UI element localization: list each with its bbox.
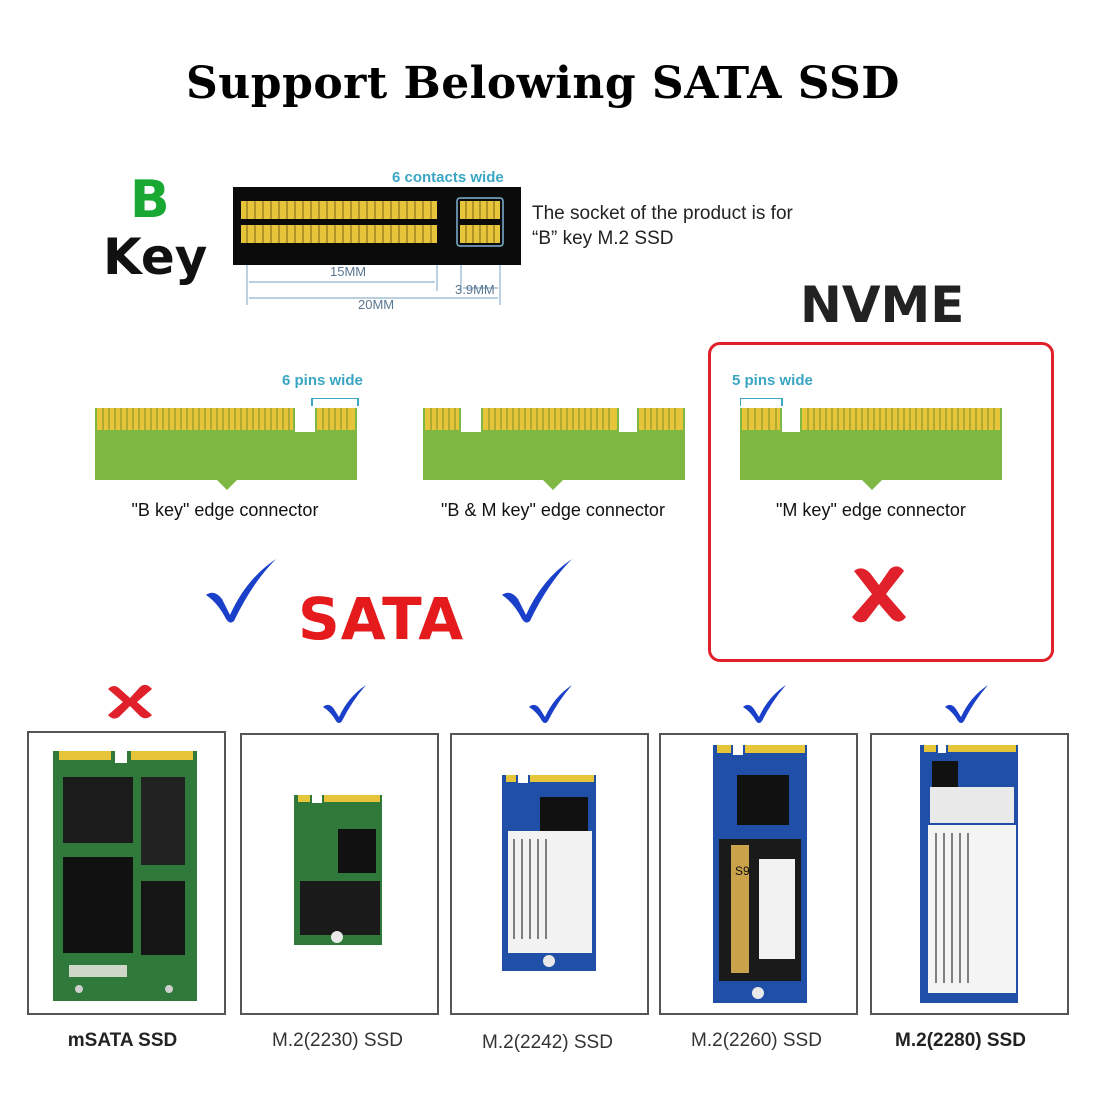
key-letter: B: [130, 170, 170, 230]
check-icon-bm-key: [502, 559, 572, 623]
cross-icon-msata: [108, 684, 152, 719]
msata-ssd-image: [53, 751, 197, 1001]
ssd-frame-2260: S9: [659, 733, 858, 1015]
b-key-connector: [95, 398, 359, 490]
ssd-frame-2280: [870, 733, 1069, 1015]
ssd-frame-2242: [450, 733, 649, 1015]
sata-heading: SATA: [298, 585, 465, 653]
socket-diagram: [233, 187, 521, 305]
nvme-heading: NVME: [800, 276, 965, 334]
socket-contacts-main: [241, 201, 437, 243]
caption-2280: M.2(2280) SSD: [895, 1030, 1026, 1051]
nvme-highlight-box: [708, 342, 1054, 662]
key-word: Key: [103, 228, 208, 286]
ssd-frame-2230: [240, 733, 439, 1015]
caption-2230: M.2(2230) SSD: [272, 1030, 403, 1051]
check-icon-2242: [529, 685, 572, 723]
caption-2260: M.2(2260) SSD: [691, 1030, 822, 1051]
ssd-frame-msata: [27, 731, 226, 1015]
dim-20mm: 20MM: [358, 297, 395, 312]
dimension-lines: [246, 265, 501, 305]
m-key-connector: [740, 398, 1002, 490]
ssd-s9-label: S9: [735, 864, 750, 878]
socket-note-line2: “B” key M.2 SSD: [532, 228, 674, 249]
bm-key-connector: [423, 408, 685, 490]
contacts-hint: 6 contacts wide: [392, 169, 504, 186]
b-key-hint: 6 pins wide: [282, 372, 363, 389]
bm-key-label: "B & M key" edge connector: [441, 500, 665, 520]
b-key-label: "B key" edge connector: [131, 500, 319, 520]
m2-2242-ssd-image: [502, 775, 596, 971]
caption-2242: M.2(2242) SSD: [482, 1032, 613, 1053]
dim-3-9mm: 3.9MM: [455, 282, 495, 297]
m2-2260-ssd-image: S9: [713, 745, 807, 1003]
socket-contacts-key: [460, 201, 500, 243]
m-key-label: "M key" edge connector: [776, 500, 966, 520]
cross-icon-m-key: [852, 566, 906, 623]
check-icon-2230: [323, 685, 366, 723]
m2-2280-ssd-image: [920, 745, 1018, 1003]
m-key-hint: 5 pins wide: [732, 372, 813, 389]
socket-note-line1: The socket of the product is for: [532, 203, 793, 224]
m2-2230-ssd-image: [294, 795, 382, 945]
check-icon-2280: [945, 685, 988, 723]
check-icon-b-key: [206, 559, 276, 623]
dim-15mm: 15MM: [330, 264, 367, 279]
caption-msata: mSATA SSD: [67, 1030, 178, 1051]
page-title: Support Belowing SATA SSD: [186, 58, 900, 109]
check-icon-2260: [743, 685, 786, 723]
